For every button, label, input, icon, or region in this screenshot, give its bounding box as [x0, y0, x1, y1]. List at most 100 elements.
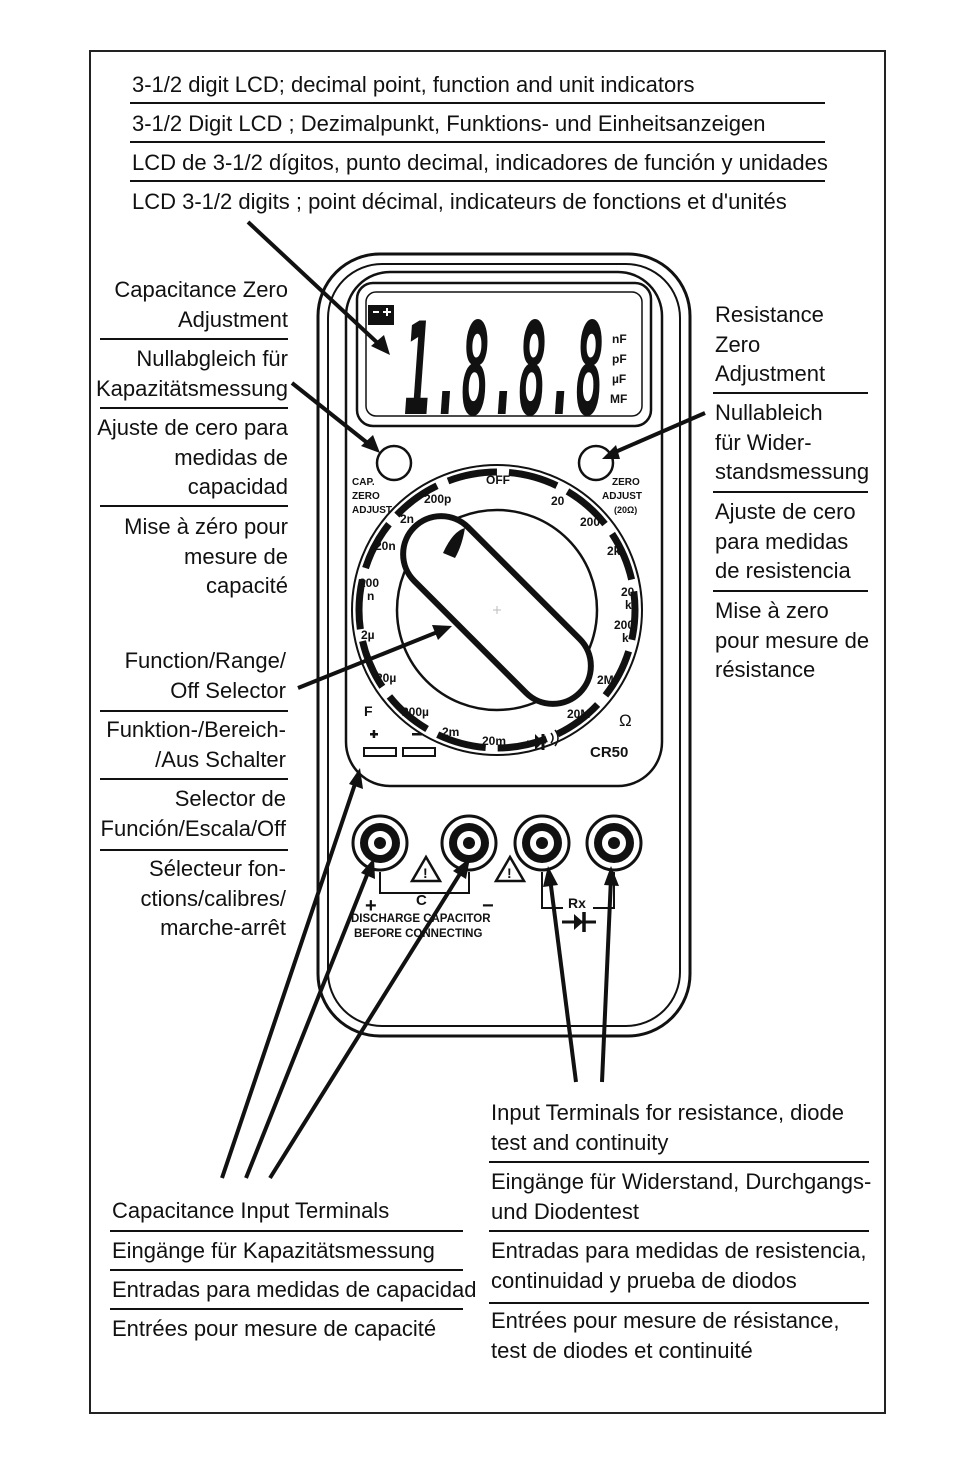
res-input-jack-1[interactable] — [513, 814, 571, 872]
range-200k[interactable]: 200 — [614, 618, 634, 632]
text-line: capacité — [206, 573, 288, 598]
res-zero-knob[interactable] — [577, 444, 615, 482]
text-line: test and continuity — [491, 1129, 669, 1155]
cap-zero-label-es: Ajuste de cero para medidas de capacidad — [90, 413, 288, 502]
cap-terminal-label-es: Entradas para medidas de capacidad — [112, 1277, 477, 1302]
unit-uf: µF — [612, 372, 626, 386]
cap-terminal-label-de: Eingänge für Kapazitätsmessung — [112, 1238, 435, 1263]
text-line: medidas de — [174, 444, 288, 470]
text-line: standsmessung — [715, 459, 870, 484]
range-20-ohm[interactable]: 20 — [551, 494, 565, 508]
res-zero-label-line2: ADJUST — [602, 491, 642, 502]
range-200n[interactable]: 200 — [359, 576, 379, 590]
text-line: Mise à zéro pour — [124, 514, 288, 539]
cap-terminal-markings — [379, 854, 615, 909]
cap-plus-jack[interactable] — [351, 814, 409, 872]
range-20k[interactable]: 20 — [621, 585, 635, 599]
range-2k[interactable]: 2k — [607, 544, 621, 558]
cap-zero-label-line3: ADJUST — [352, 505, 392, 516]
polarity-marks — [363, 730, 436, 757]
cap-zero-label-line1: CAP. — [352, 477, 375, 488]
text-line: Adjustment — [177, 306, 288, 332]
range-20m-farad[interactable]: 20m — [482, 734, 506, 748]
warning-line1: DISCHARGE CAPACITOR — [351, 913, 491, 925]
range-200-ohm[interactable]: 200 — [580, 515, 600, 529]
diode-continuity-icon — [527, 729, 559, 750]
text-line: Funktion-/Bereich- — [106, 717, 286, 742]
res-terminal-label-de: Eingänge für Widerstand, Durchgangs- und… — [491, 1167, 871, 1226]
farad-symbol: F — [364, 703, 373, 719]
lcd-label-es: LCD de 3-1/2 dígitos, punto decimal, ind… — [132, 150, 828, 175]
text-line: Zero — [715, 331, 761, 357]
rule — [100, 710, 288, 712]
range-2u[interactable]: 2µ — [361, 628, 375, 642]
lcd-digits: 1.8.8.8 — [404, 296, 604, 445]
lcd-label-de: 3-1/2 Digit LCD ; Dezimalpunkt, Funktion… — [132, 111, 766, 136]
range-2m[interactable]: 2M — [597, 673, 614, 687]
cap-minus-jack[interactable] — [440, 814, 498, 872]
diode-icon — [562, 912, 596, 932]
text-line: de resistencia — [715, 558, 851, 583]
rule — [489, 1161, 869, 1163]
range-20u[interactable]: 20µ — [376, 671, 396, 685]
text-line: Sélecteur fon- — [149, 856, 286, 881]
text-line: Función/Escala/Off — [100, 815, 286, 841]
text-line: Ajuste de cero para — [97, 415, 288, 440]
range-2m-farad[interactable]: 2m — [442, 725, 459, 739]
range-200p[interactable]: 200p — [424, 492, 451, 506]
figure-frame — [89, 50, 886, 1414]
rule — [100, 849, 288, 851]
text-line: résistance — [715, 657, 816, 682]
text-line: continuidad y prueba de diodos — [491, 1267, 797, 1293]
text-line: Adjustment — [715, 361, 826, 386]
battery-icon — [368, 305, 394, 325]
rule — [110, 1308, 463, 1310]
text-line: marche-arrêt — [160, 915, 286, 940]
text-line: test de diodes et continuité — [491, 1337, 753, 1363]
res-terminal-label-fr: Entrées pour mesure de résistance, test … — [491, 1306, 840, 1365]
cap-zero-knob[interactable] — [375, 444, 413, 482]
input-jacks — [351, 814, 643, 872]
rule — [130, 141, 825, 143]
range-200u[interactable]: 200µ — [402, 705, 429, 719]
rule — [713, 491, 868, 493]
range-20m-ohm[interactable]: 20M — [567, 707, 590, 721]
res-zero-label-line3: (20Ω) — [614, 505, 637, 515]
unit-mf: MF — [610, 392, 627, 406]
text-line: Input Terminals for resistance, diode — [491, 1100, 844, 1125]
text-line: für Wider- — [715, 429, 812, 455]
text-line: Entrées pour mesure de résistance, — [491, 1308, 840, 1333]
rule — [100, 407, 288, 409]
meter-body — [316, 252, 692, 1038]
warning-triangle-icon — [409, 854, 443, 883]
selector-label-es: Selector de Función/Escala/Off — [90, 784, 286, 843]
rule — [100, 338, 288, 340]
range-200n-unit: n — [367, 589, 374, 603]
cap-terminal-label-en: Capacitance Input Terminals — [112, 1198, 390, 1223]
res-zero-label-fr: Mise à zero pour mesure de résistance — [715, 596, 869, 685]
dial-range-labels: OFF 20 200 2k 20 k 200 k 2M 20M 20m 2m 2… — [359, 473, 635, 748]
range-200k-unit: k — [622, 631, 629, 645]
warning-mark-2: ! — [507, 865, 512, 881]
lcd-display: 1.8.8.8 nF pF µF MF — [355, 281, 653, 445]
warning-mark-1: ! — [423, 865, 428, 881]
warning-triangle-icon-2 — [493, 854, 527, 883]
text-line: Eingänge für Widerstand, Durchgangs- — [491, 1169, 872, 1194]
range-20n[interactable]: 20n — [375, 539, 396, 553]
text-line: /Aus Schalter — [155, 746, 286, 772]
rx-label: Rx — [568, 895, 586, 911]
cap-zero-label-fr: Mise à zéro pour mesure de capacité — [90, 512, 288, 601]
text-line: Function/Range/ — [124, 648, 286, 673]
knob-pointer — [443, 528, 465, 558]
cap-c-label: C — [416, 892, 427, 909]
rotary-dial[interactable] — [351, 464, 643, 756]
warning-line2: BEFORE CONNECTING — [354, 928, 482, 940]
text-line: Nullabgleich für — [136, 346, 288, 371]
text-line: Capacitance Zero — [114, 277, 288, 302]
res-input-jack-2[interactable] — [585, 814, 643, 872]
range-off[interactable]: OFF — [486, 473, 510, 487]
rule — [110, 1269, 463, 1271]
rule — [713, 392, 868, 394]
range-2n[interactable]: 2n — [400, 512, 414, 526]
